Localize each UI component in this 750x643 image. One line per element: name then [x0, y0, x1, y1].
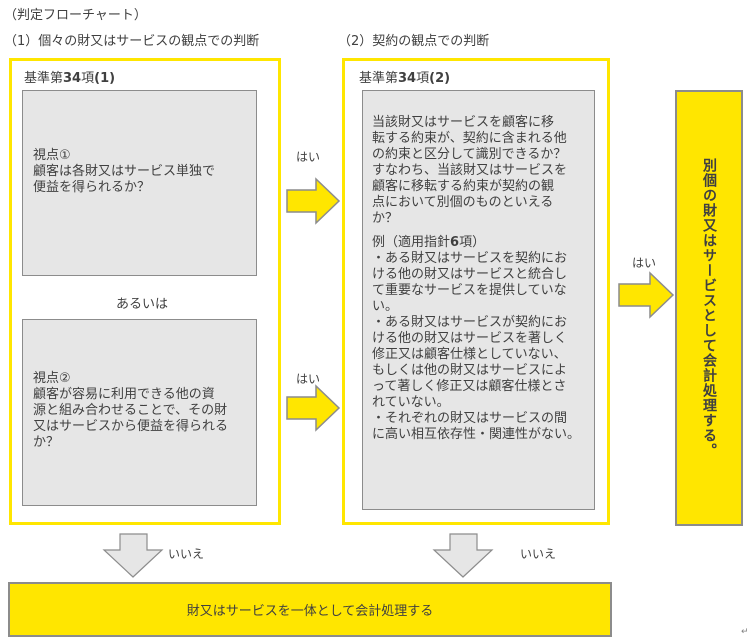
frame2-title-num: 34 — [398, 71, 417, 86]
yes-label-1: はい — [296, 150, 321, 164]
viewpoint2-box: 視点② 顧客が容易に利用できる他の資 源と組み合わせることで、その財 又はサービ… — [22, 319, 257, 506]
viewpoint1-line: 便益を得られるか？ — [33, 180, 151, 195]
example-line: ・ある財又はサービスが契約にお — [372, 315, 568, 330]
outcome-separate-text: 別個の財又はサービスとして会計処理する。 — [701, 158, 717, 458]
no-arrow-2-shape — [432, 533, 494, 578]
frame1-title-num: 34 — [63, 71, 82, 86]
outcome-separate-box: 別個の財又はサービスとして会計処理する。 — [675, 90, 743, 526]
frame1-title-prefix: 基準第 — [24, 71, 64, 86]
no-arrow-2 — [432, 533, 494, 578]
question-line: 転する約束が、契約に含まれる他 — [372, 131, 567, 146]
example-line: 修正又は顧客仕様としていない、 — [372, 347, 567, 362]
frame1-title-suffix: 項 — [81, 71, 95, 86]
frame-individual-perspective: 基準第34項(1) 視点① 顧客は各財又はサービス単独で 便益を得られるか？ あ… — [9, 58, 281, 525]
yes-arrow-1-shape — [286, 177, 341, 225]
example-heading-suffix: 項） — [459, 235, 486, 250]
outcome-combined-text: 財又はサービスを一体として会計処理する — [186, 604, 434, 619]
example-line: ける他の財又はサービスと統合し — [372, 267, 568, 282]
example-heading: 例（適用指針6項） — [372, 235, 588, 251]
section1-title: （1）個々の財又はサービスの観点での判断 — [4, 34, 260, 49]
chart-title: （判定フローチャート） — [4, 8, 147, 23]
frame1-title-paren: (1) — [94, 71, 116, 86]
no-arrow-1-shape — [102, 533, 164, 578]
yes-arrow-3-shape — [618, 271, 675, 319]
yes-arrow-3 — [618, 271, 675, 319]
example-line: って著しく修正又は顧客仕様とさ — [372, 379, 567, 394]
example-line: い。 — [372, 299, 399, 314]
frame2-title-suffix: 項 — [416, 71, 430, 86]
viewpoint1-line: 視点① — [33, 148, 71, 163]
example-line: に高い相互依存性・関連性がない。 — [372, 427, 581, 442]
no-label-1: いいえ — [168, 547, 205, 561]
viewpoint2-line: か？ — [33, 435, 60, 450]
paragraph-mark: ↵ — [741, 627, 749, 637]
viewpoint2-line: 又はサービスから便益を得られる — [33, 419, 229, 434]
example-line: ・ある財又はサービスを契約にお — [372, 251, 568, 266]
frame2-title-paren: (2) — [429, 71, 451, 86]
example-heading-num: 6 — [450, 235, 460, 250]
example-line: ・それぞれの財又はサービスの間 — [372, 411, 568, 426]
viewpoint1-line: 顧客は各財又はサービス単独で — [33, 164, 216, 179]
yes-label-2: はい — [296, 372, 321, 386]
frame2-title: 基準第34項(2) — [359, 67, 450, 86]
no-arrow-1 — [102, 533, 164, 578]
yes-arrow-2-shape — [286, 384, 341, 432]
viewpoint2-line: 源と組み合わせることで、その財 — [33, 403, 228, 418]
viewpoint1-box: 視点① 顧客は各財又はサービス単独で 便益を得られるか？ — [22, 90, 257, 276]
question-line: 顧客に移転する約束が契約の観 — [372, 179, 555, 194]
example-line: れていない。 — [372, 395, 450, 410]
frame1-title: 基準第34項(1) — [24, 67, 115, 86]
frame-contract-perspective: 基準第34項(2) 当該財又はサービスを顧客に移 転する約束が、契約に含まれる他… — [342, 58, 610, 525]
question-line: 点において別個のものといえる — [372, 195, 554, 210]
outcome-combined-box: 財又はサービスを一体として会計処理する — [8, 582, 612, 637]
viewpoint2-line: 顧客が容易に利用できる他の資 — [33, 387, 215, 402]
spacer — [372, 227, 588, 235]
section2-title: （2）契約の観点での判断 — [338, 34, 490, 49]
question-line: の約束と区分して識別できるか？ — [372, 147, 567, 162]
example-line: もしくは他の財又はサービスによ — [372, 363, 568, 378]
question-line: か？ — [372, 211, 399, 226]
example-heading-prefix: 例（適用指針 — [372, 235, 451, 250]
contract-criteria-box: 当該財又はサービスを顧客に移 転する約束が、契約に含まれる他 の約束と区分して識… — [362, 90, 595, 510]
question-line: 当該財又はサービスを顧客に移 — [372, 115, 555, 130]
yes-arrow-2 — [286, 384, 341, 432]
question-line: すなわち、当該財又はサービスを — [372, 163, 568, 178]
no-label-2: いいえ — [520, 547, 557, 561]
yes-label-3: はい — [632, 256, 657, 270]
or-label: あるいは — [116, 297, 169, 312]
example-line: ける他の財又はサービスを著しく — [372, 331, 568, 346]
example-line: て重要なサービスを提供していな — [372, 283, 567, 298]
frame2-title-prefix: 基準第 — [359, 71, 399, 86]
yes-arrow-1 — [286, 177, 341, 225]
viewpoint2-line: 視点② — [33, 371, 71, 386]
